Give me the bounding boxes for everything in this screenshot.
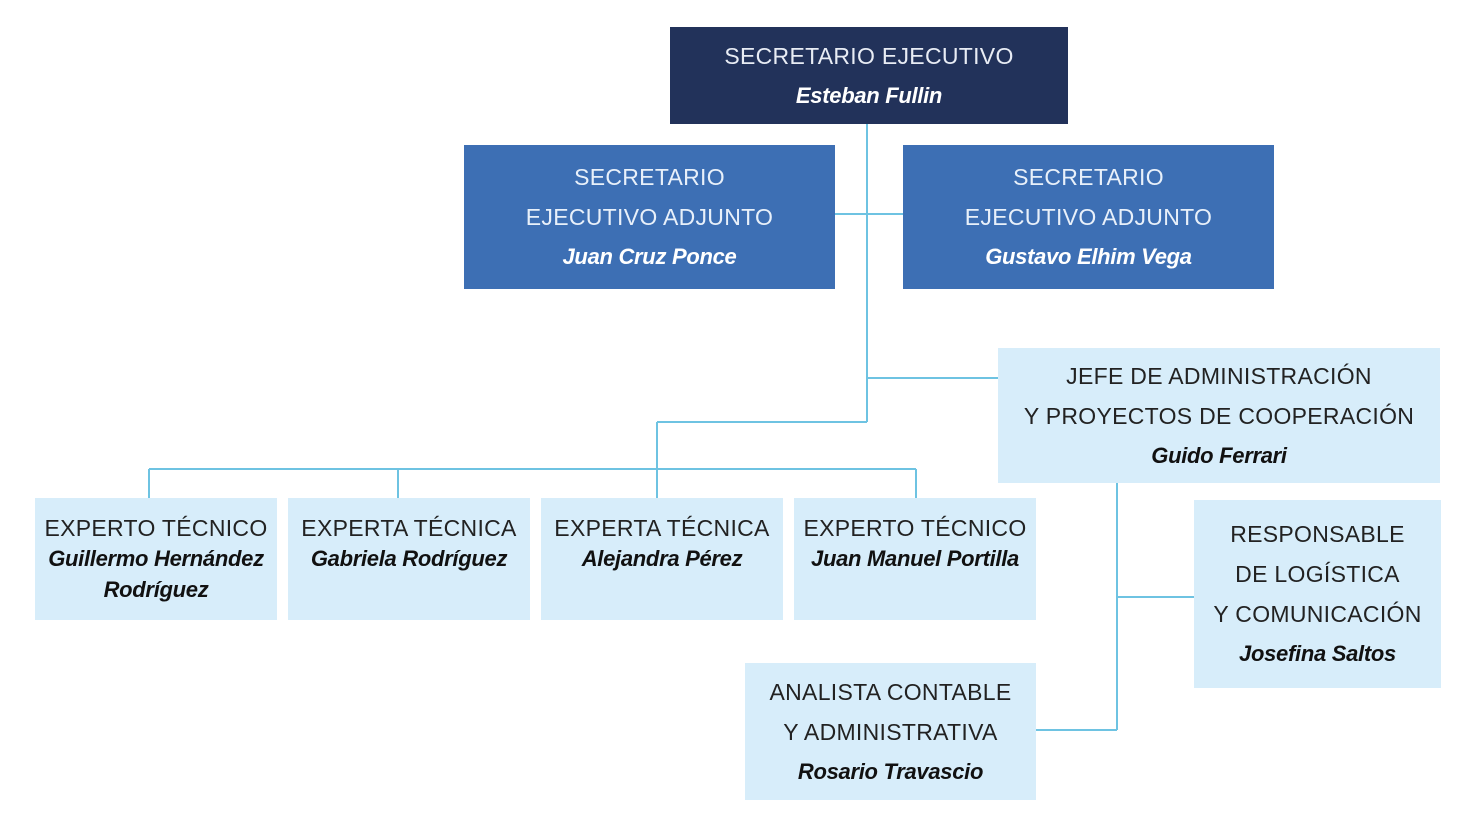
expert-box-4: EXPERTO TÉCNICO Juan Manuel Portilla — [794, 498, 1036, 620]
secretario-adjunto-box-1: SECRETARIO EJECUTIVO ADJUNTO Juan Cruz P… — [464, 145, 835, 289]
expert-box-2: EXPERTA TÉCNICA Gabriela Rodríguez — [288, 498, 530, 620]
role-title: SECRETARIO EJECUTIVO — [724, 42, 1014, 69]
role-title: EXPERTA TÉCNICA — [554, 515, 770, 541]
analista-contable-box: ANALISTA CONTABLE Y ADMINISTRATIVA Rosar… — [745, 663, 1036, 800]
person-name: Juan Cruz Ponce — [562, 244, 737, 269]
role-title: ANALISTA CONTABLE Y ADMINISTRATIVA — [769, 678, 1012, 745]
role-title: RESPONSABLE DE LOGÍSTICA Y COMUNICACIÓN — [1213, 521, 1422, 627]
person-name: Alejandra Pérez — [581, 546, 743, 571]
role-title: SECRETARIO EJECUTIVO ADJUNTO — [525, 164, 774, 230]
person-name: Guido Ferrari — [1151, 442, 1287, 468]
person-name: Guillermo Hernández Rodríguez — [48, 546, 264, 602]
secretario-adjunto-box-2: SECRETARIO EJECUTIVO ADJUNTO Gustavo Elh… — [903, 145, 1274, 289]
secretario-ejecutivo-box: SECRETARIO EJECUTIVO Esteban Fullin — [670, 27, 1068, 124]
person-name: Rosario Travascio — [797, 758, 984, 784]
role-title: EXPERTO TÉCNICO — [44, 515, 268, 541]
jefe-administracion-box: JEFE DE ADMINISTRACIÓN Y PROYECTOS DE CO… — [998, 348, 1440, 483]
role-title: EXPERTO TÉCNICO — [803, 515, 1027, 541]
role-title: EXPERTA TÉCNICA — [301, 515, 517, 541]
expert-box-3: EXPERTA TÉCNICA Alejandra Pérez — [541, 498, 783, 620]
expert-box-1: EXPERTO TÉCNICO Guillermo Hernández Rodr… — [35, 498, 277, 620]
role-title: JEFE DE ADMINISTRACIÓN Y PROYECTOS DE CO… — [1023, 362, 1415, 429]
person-name: Juan Manuel Portilla — [811, 546, 1019, 571]
person-name: Esteban Fullin — [795, 82, 943, 108]
responsable-logistica-box: RESPONSABLE DE LOGÍSTICA Y COMUNICACIÓN … — [1194, 500, 1441, 688]
person-name: Gustavo Elhim Vega — [985, 244, 1192, 269]
role-title: SECRETARIO EJECUTIVO ADJUNTO — [964, 164, 1213, 230]
person-name: Gabriela Rodríguez — [310, 546, 508, 571]
person-name: Josefina Saltos — [1239, 641, 1396, 666]
